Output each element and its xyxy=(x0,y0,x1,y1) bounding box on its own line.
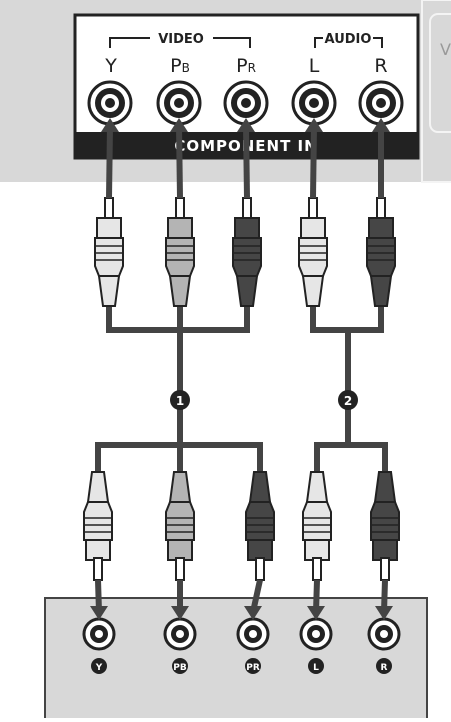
rca-plug xyxy=(366,197,396,307)
svg-text:L: L xyxy=(313,663,319,673)
arrow-to-device xyxy=(375,579,393,620)
arrow-to-device xyxy=(171,580,189,620)
tv-jack xyxy=(223,80,269,126)
top-plugs xyxy=(94,197,396,307)
svg-text:1: 1 xyxy=(176,394,184,408)
rca-plug xyxy=(245,471,275,581)
tv-side-bezel xyxy=(421,0,451,183)
svg-text:Y: Y xyxy=(95,663,103,673)
video-group-label: VIDEO xyxy=(158,32,204,47)
device-jack: R xyxy=(367,617,401,674)
source-device xyxy=(44,597,428,722)
rca-plug xyxy=(83,471,113,581)
svg-text:2: 2 xyxy=(344,394,352,408)
device-jack-label: R xyxy=(376,658,392,674)
arrow-to-device xyxy=(244,579,263,620)
audio-group-bracket xyxy=(314,37,383,48)
rca-plug xyxy=(165,471,195,581)
tv-jack xyxy=(291,80,337,126)
port-label-y: Y xyxy=(104,55,117,77)
video-group-bracket xyxy=(109,37,251,48)
device-jack-label: PB xyxy=(172,658,188,674)
svg-text:R: R xyxy=(381,663,388,673)
device-jack: Y xyxy=(82,617,116,674)
rca-plug xyxy=(298,197,328,307)
tv-side-text: V xyxy=(440,40,451,59)
tv-jack xyxy=(156,80,202,126)
cable-1-marker: 1 xyxy=(170,390,190,410)
device-jack: PR xyxy=(236,617,270,674)
rca-plug xyxy=(94,197,124,307)
device-jack-label: PR xyxy=(245,658,261,674)
audio-group-label: AUDIO xyxy=(325,32,372,47)
arrow-to-tv xyxy=(170,118,188,199)
device-jack-label: Y xyxy=(91,658,107,674)
arrow-to-device xyxy=(307,579,325,620)
arrow-to-tv xyxy=(305,118,323,199)
device-jack: L xyxy=(299,617,333,674)
arrow-to-tv xyxy=(237,118,255,199)
tv-jack xyxy=(87,80,133,126)
tv-jack xyxy=(358,80,404,126)
svg-text:PB: PB xyxy=(173,663,187,673)
arrow-to-tv xyxy=(101,118,119,199)
tv-jacks xyxy=(87,80,404,126)
rca-plug xyxy=(165,197,195,307)
device-jacks: Y PB PR L R xyxy=(82,617,401,674)
device-jack-label: L xyxy=(308,658,324,674)
port-label-l: L xyxy=(309,55,320,77)
cable-wires xyxy=(95,306,388,472)
svg-text:PR: PR xyxy=(246,663,260,673)
port-label-r: R xyxy=(374,55,387,77)
connection-arrows xyxy=(90,118,393,620)
arrow-to-device xyxy=(90,579,108,620)
bottom-plugs xyxy=(83,471,400,581)
cable-2-marker: 2 xyxy=(338,390,358,410)
device-jack: PB xyxy=(163,617,197,674)
rca-plug xyxy=(370,471,400,581)
tv-side-slot xyxy=(429,13,451,133)
arrow-to-tv xyxy=(372,118,390,198)
port-label-pr: PR xyxy=(236,55,256,77)
rca-plug xyxy=(302,471,332,581)
port-label-pb: PB xyxy=(170,55,190,77)
rca-plug xyxy=(232,197,262,307)
